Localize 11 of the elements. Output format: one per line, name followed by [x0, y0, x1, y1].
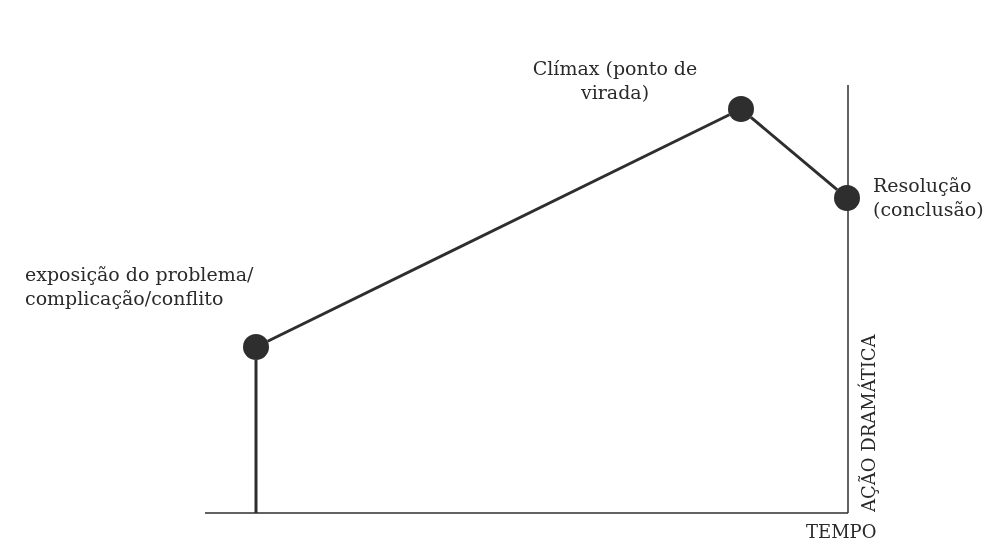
axis-label: AÇÃO DRAMÁTICA	[858, 334, 879, 512]
point-label: Clímax (ponto de virada)	[531, 56, 699, 104]
point-label: exposição do problema/ complicação/conflito	[25, 262, 255, 310]
plot-line	[267, 113, 730, 343]
point-label: Resolução (conclusão)	[873, 173, 985, 221]
dot-marker	[728, 96, 754, 122]
plot-line	[750, 116, 838, 191]
axis-label: TEMPO	[806, 521, 877, 542]
dot-marker	[834, 185, 860, 211]
dot-marker	[243, 334, 269, 360]
plot-line	[254, 360, 258, 513]
